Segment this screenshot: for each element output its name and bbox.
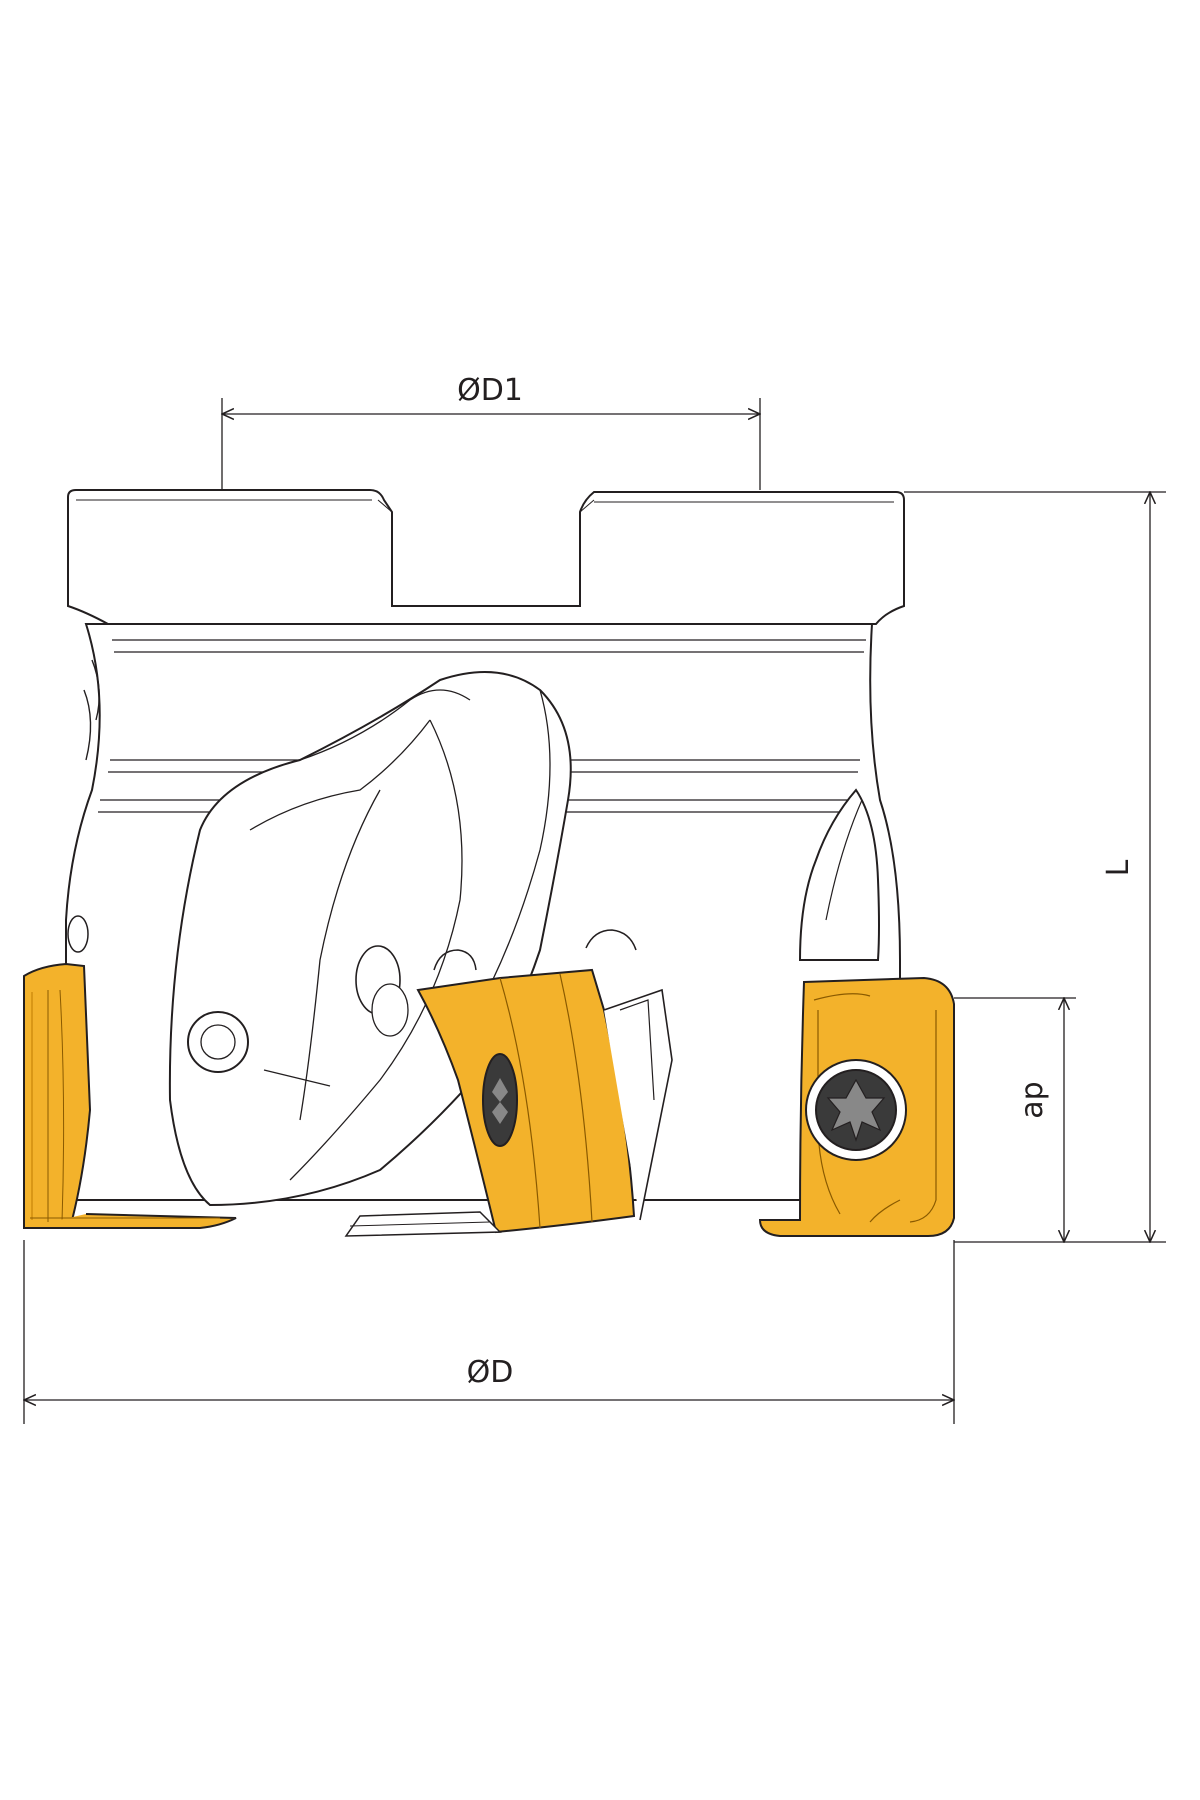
insert-left <box>23 962 237 1229</box>
dimension-lines <box>24 398 1166 1424</box>
insert-right <box>758 976 955 1237</box>
insert-center <box>344 968 673 1237</box>
clamp-studs <box>67 915 637 1087</box>
ap-label: ap <box>1015 1081 1050 1118</box>
l-label: L <box>1101 859 1136 876</box>
flute-right <box>798 788 880 961</box>
hub-top <box>67 489 905 625</box>
d-label: ØD <box>467 1355 514 1390</box>
d1-label: ØD1 <box>457 373 523 408</box>
